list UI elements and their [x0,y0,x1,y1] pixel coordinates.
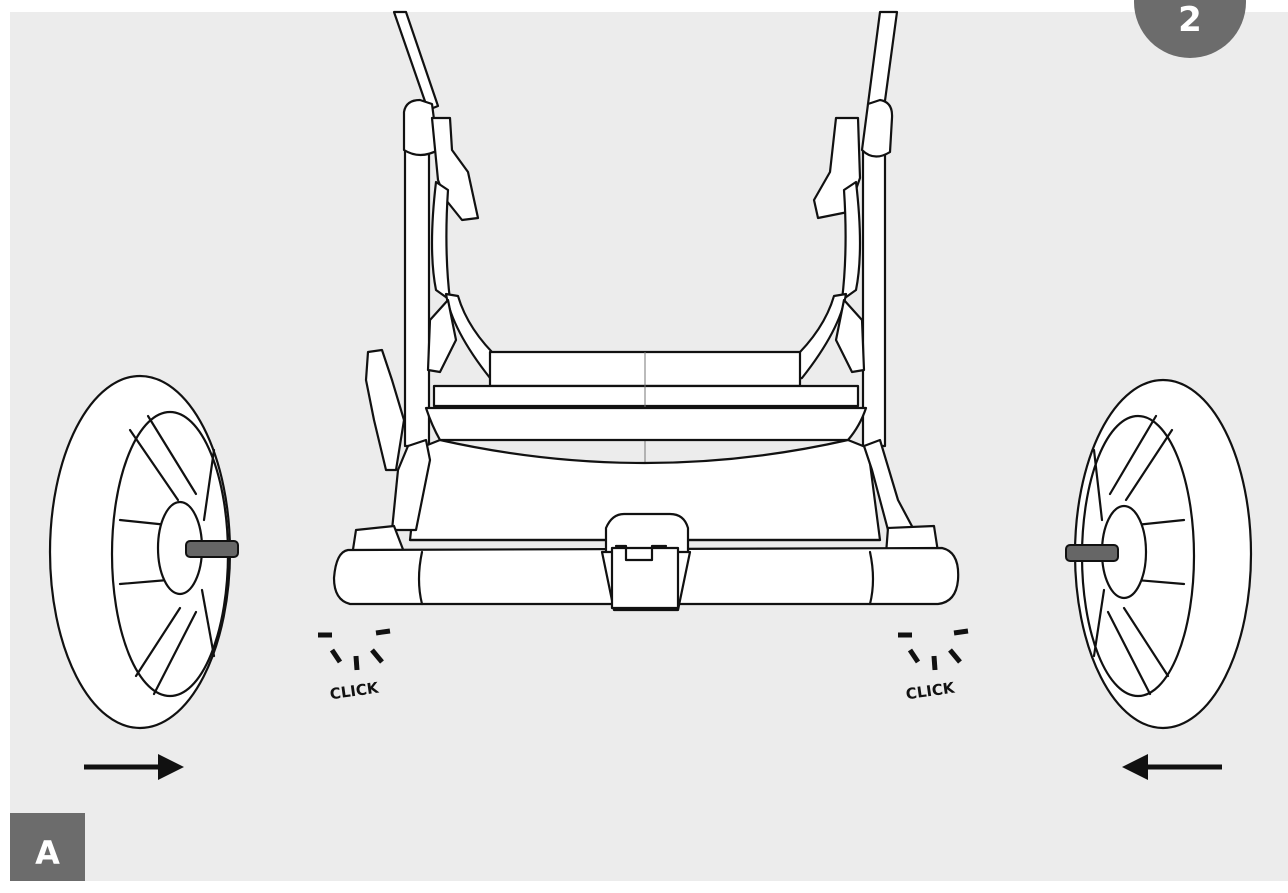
click-burst-icon: CLICK [898,628,969,703]
click-burst-icon: CLICK [318,628,391,703]
diagram-panel [10,12,1288,881]
arrow-right-icon [84,754,184,780]
panel-label: A [10,813,85,881]
left-wheel-icon [48,374,239,730]
click-label-right: CLICK [905,678,957,703]
right-wheel-icon [1065,378,1253,730]
click-label-left: CLICK [329,678,381,703]
arrow-left-icon [1122,754,1222,780]
stroller-frame [332,10,960,612]
